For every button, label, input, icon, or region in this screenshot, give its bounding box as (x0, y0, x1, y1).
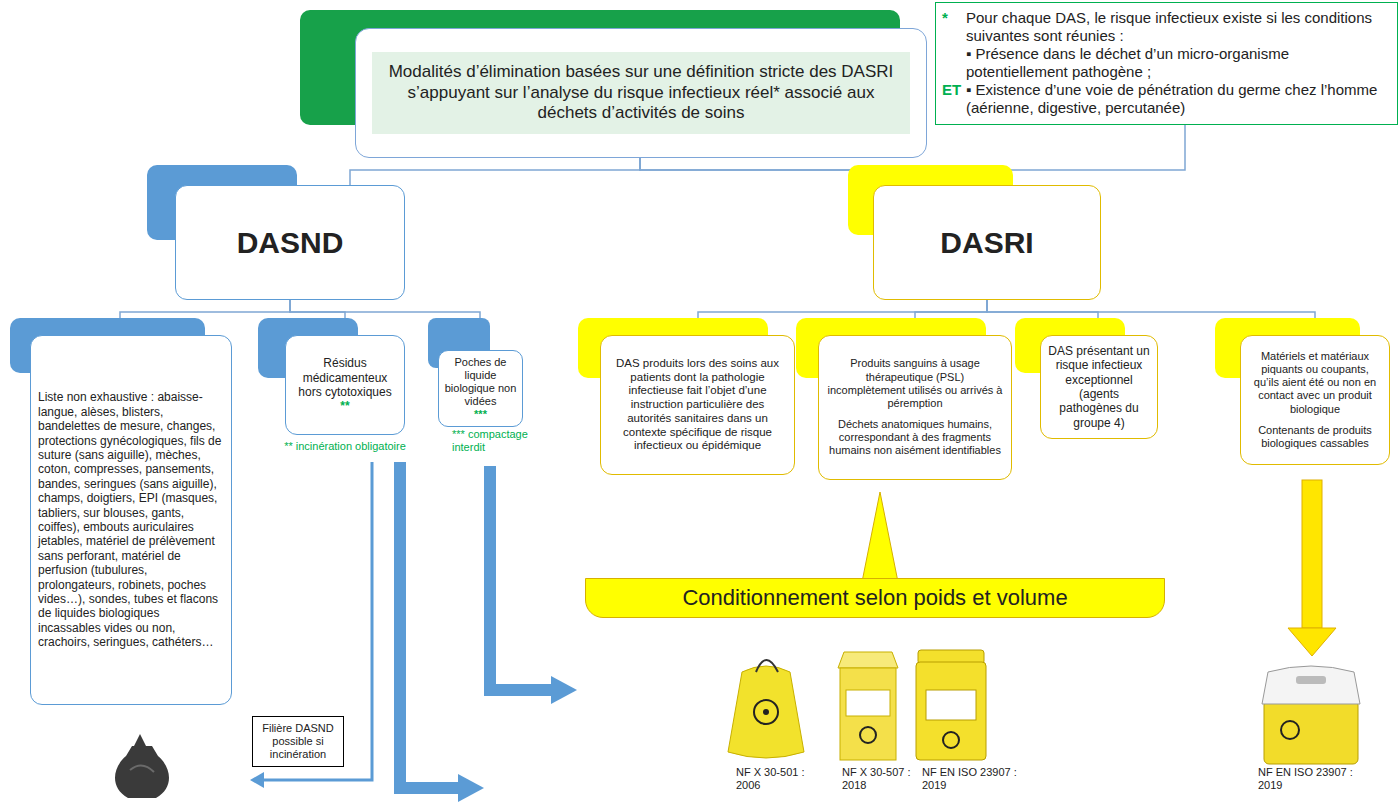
text-area: Modalités d’élimination basées sur une d… (372, 52, 910, 133)
text-area: DAS présentant un risque infectieux exce… (1048, 344, 1150, 430)
node-text: DASRI (940, 226, 1033, 259)
node-text: ▪ Existence d’une voie de pénétration du… (966, 81, 1391, 117)
node-text: DAS produits lors des soins aux patients… (616, 357, 779, 452)
text-area: Conditionnement selon poids et volume (590, 585, 1160, 611)
sharps-container-icon (1262, 666, 1360, 764)
node-text: Filière DASND possible si incinération (262, 722, 334, 760)
node-text: Déchets anatomiques humains, corresponda… (829, 418, 1001, 456)
node-text: Liste non exhaustive : abaisse-langue, a… (38, 390, 221, 649)
tree-connector (350, 158, 640, 185)
rigid-container-icon (916, 650, 986, 760)
text-area: Résidus médicamenteux hors cytotoxiques*… (292, 356, 398, 414)
text-line: Déchets anatomiques humains, corresponda… (827, 418, 1003, 458)
node-text: Modalités d’élimination basées sur une d… (389, 62, 894, 122)
waste-box: Poches de liquide biologique non vidées*… (438, 350, 523, 427)
category-box: DASRI (873, 185, 1101, 300)
dasri-bag-icon (728, 660, 804, 758)
node-text: *** (474, 408, 487, 420)
text-line: DAS présentant un risque infectieux exce… (1048, 344, 1150, 430)
flow-arrows (250, 462, 1336, 802)
note-label: *** compactage interdit (452, 428, 547, 453)
text-area: DASRI (882, 225, 1092, 261)
text-line: *** (443, 408, 518, 421)
text-area: Liste non exhaustive : abaisse-langue, a… (38, 390, 224, 649)
note-label: NF X 30-507 : 2018 (842, 766, 918, 791)
node-text: Matériels et matériaux piquants ou coupa… (1254, 350, 1376, 415)
text-line: Filière DASND possible si incinération (257, 722, 339, 762)
arrow-head (458, 774, 484, 802)
node-text: Pour chaque DAS, le risque infectieux ex… (966, 9, 1391, 45)
note-label: ** incinération obligatoire (270, 440, 420, 453)
text-area: Filière DASND possible si incinération (257, 722, 339, 762)
text-line: Poches de liquide biologique non vidées (443, 356, 518, 409)
waste-box: Matériels et matériaux piquants ou coupa… (1240, 335, 1390, 465)
text-line: DASRI (882, 225, 1092, 261)
black-bag-icon (115, 734, 169, 798)
label-text: NF X 30-501 : 2006 (736, 766, 804, 791)
text-line: Liste non exhaustive : abaisse-langue, a… (38, 390, 224, 649)
arrow-head (551, 676, 577, 704)
text-area: Poches de liquide biologique non vidées*… (443, 356, 518, 422)
title-box: Modalités d’élimination basées sur une d… (355, 28, 927, 158)
band-pointer (862, 492, 898, 582)
node-text: Conditionnement selon poids et volume (682, 585, 1067, 610)
text-area: *Pour chaque DAS, le risque infectieux e… (942, 9, 1391, 117)
text-line: ET▪ Existence d’une voie de pénétration … (942, 81, 1391, 117)
note-label: NF EN ISO 23907 : 2019 (922, 766, 1026, 791)
waste-box: Produits sanguins à usage thérapeutique … (818, 335, 1012, 480)
text-line: Modalités d’élimination basées sur une d… (384, 62, 898, 123)
node-text: ET (942, 81, 966, 117)
category-box: DASND (175, 185, 405, 300)
node-text: DASND (237, 226, 344, 259)
node-text: DAS présentant un risque infectieux exce… (1048, 344, 1149, 430)
text-area: Matériels et matériaux piquants ou coupa… (1248, 350, 1382, 450)
packaging-band: Conditionnement selon poids et volume (585, 578, 1165, 618)
list-box: Liste non exhaustive : abaisse-langue, a… (30, 335, 232, 705)
label-text: NF X 30-507 : 2018 (842, 766, 910, 791)
thick-arrow (400, 462, 460, 788)
label-text: NF EN ISO 23907 : 2019 (922, 766, 1017, 791)
waste-box: DAS produits lors des soins aux patients… (600, 335, 795, 475)
thin-arrow (262, 462, 372, 780)
waste-box: Résidus médicamenteux hors cytotoxiques*… (285, 335, 405, 435)
text-line: *Pour chaque DAS, le risque infectieux e… (942, 9, 1391, 45)
text-line: DAS produits lors des soins aux patients… (609, 357, 786, 454)
label-text: *** compactage interdit (452, 428, 528, 453)
arrow-head (1288, 628, 1336, 656)
node-text: Contenants de produits biologiques cassa… (1258, 424, 1372, 449)
note-label: NF EN ISO 23907 : 2019 (1258, 766, 1362, 791)
note-label: NF X 30-501 : 2006 (736, 766, 828, 791)
text-line: DASND (184, 225, 396, 261)
node-text: ** (340, 399, 349, 413)
text-area: DASND (184, 225, 396, 261)
text-area: DAS produits lors des soins aux patients… (609, 357, 786, 454)
node-text: Résidus médicamenteux hors cytotoxiques (298, 356, 391, 399)
note-box: *Pour chaque DAS, le risque infectieux e… (935, 2, 1398, 125)
cardboard-box-icon (838, 652, 898, 760)
yellow-arrow (1302, 480, 1322, 628)
text-line: Produits sanguins à usage thérapeutique … (827, 357, 1003, 410)
text-line: Contenants de produits biologiques cassa… (1248, 424, 1382, 450)
channel-note-box: Filière DASND possible si incinération (252, 716, 344, 767)
label-text: ** incinération obligatoire (284, 440, 406, 452)
label-text: NF EN ISO 23907 : 2019 (1258, 766, 1353, 791)
node-text: Poches de liquide biologique non vidées (445, 356, 517, 408)
text-line: ** (292, 399, 398, 413)
text-area: Produits sanguins à usage thérapeutique … (827, 357, 1003, 457)
text-line: Résidus médicamenteux hors cytotoxiques (292, 356, 398, 399)
text-line: Conditionnement selon poids et volume (590, 585, 1160, 611)
node-text: ▪ Présence dans le déchet d’un micro-org… (966, 45, 1391, 81)
text-line: Matériels et matériaux piquants ou coupa… (1248, 350, 1382, 416)
node-text: * (942, 9, 966, 45)
arrow-head (250, 772, 264, 788)
waste-box: DAS présentant un risque infectieux exce… (1040, 335, 1158, 439)
text-line: ▪ Présence dans le déchet d’un micro-org… (942, 45, 1391, 81)
node-text: Produits sanguins à usage thérapeutique … (828, 357, 1003, 409)
thick-arrow (490, 466, 553, 690)
